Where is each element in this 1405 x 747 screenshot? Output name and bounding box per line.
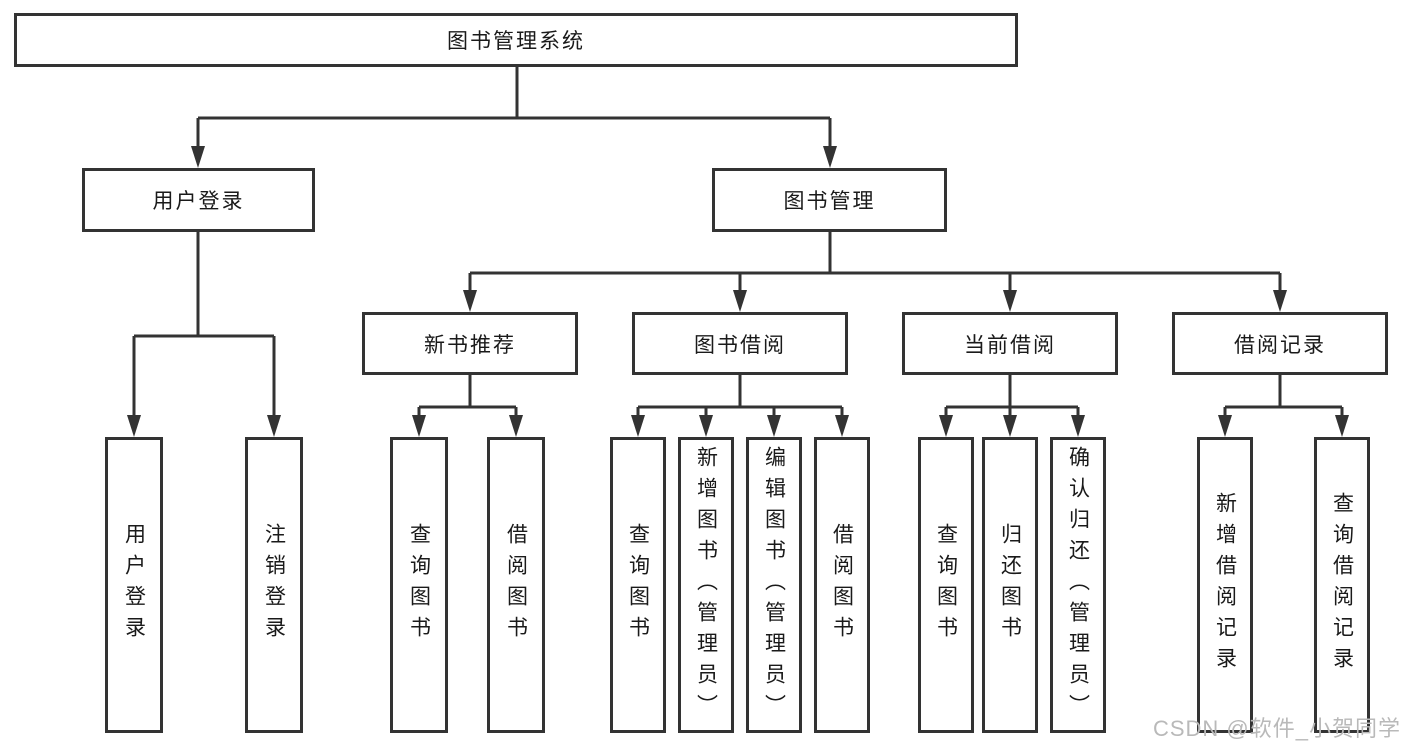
node-book-management: 图书管理 — [712, 168, 947, 232]
leaf-edit-book-admin: 编辑图书（管理员） — [746, 437, 802, 733]
leaf-borrow-books: 借阅图书 — [814, 437, 870, 733]
leaf-add-book-admin: 新增图书（管理员） — [678, 437, 734, 733]
leaf-query-books-borrow: 查询图书 — [610, 437, 666, 733]
leaf-user-login: 用户登录 — [105, 437, 163, 733]
arrowheads-root — [191, 146, 837, 168]
leaf-confirm-return-admin: 确认归还（管理员） — [1050, 437, 1106, 733]
connector-new-book-recommend — [417, 375, 518, 417]
leaf-query-borrow-record: 查询借阅记录 — [1314, 437, 1370, 733]
connector-borrow-records — [1223, 375, 1344, 417]
arrowheads-current-borrow — [939, 415, 1085, 437]
node-new-book-recommend: 新书推荐 — [362, 312, 578, 375]
node-book-borrow: 图书借阅 — [632, 312, 848, 375]
connector-current-borrow — [944, 375, 1080, 417]
arrowheads-user-login — [127, 415, 281, 437]
arrow-down-icon — [699, 415, 713, 437]
arrow-down-icon — [191, 146, 205, 168]
arrow-down-icon — [267, 415, 281, 437]
leaf-query-books-recommend: 查询图书 — [390, 437, 448, 733]
arrow-down-icon — [835, 415, 849, 437]
arrow-down-icon — [631, 415, 645, 437]
arrow-down-icon — [939, 415, 953, 437]
watermark: CSDN @软件_小贺同学 — [1152, 716, 1401, 741]
arrow-down-icon — [1071, 415, 1085, 437]
arrowheads-borrow-records — [1218, 415, 1349, 437]
arrow-down-icon — [767, 415, 781, 437]
leaf-return-book: 归还图书 — [982, 437, 1038, 733]
arrowheads-book-management — [463, 290, 1287, 312]
arrow-down-icon — [823, 146, 837, 168]
leaf-borrow-books-recommend: 借阅图书 — [487, 437, 545, 733]
node-borrow-records: 借阅记录 — [1172, 312, 1388, 375]
arrow-down-icon — [1003, 290, 1017, 312]
arrow-down-icon — [1335, 415, 1349, 437]
connector-book-borrow — [636, 375, 844, 417]
connector-book-management-branch — [468, 232, 1282, 292]
arrow-down-icon — [412, 415, 426, 437]
arrow-down-icon — [509, 415, 523, 437]
connector-user-login-branch — [132, 232, 276, 417]
leaf-query-books-current: 查询图书 — [918, 437, 974, 733]
leaf-add-borrow-record: 新增借阅记录 — [1197, 437, 1253, 733]
arrowheads-new-book-recommend — [412, 415, 523, 437]
arrow-down-icon — [1273, 290, 1287, 312]
node-user-login: 用户登录 — [82, 168, 315, 232]
arrowheads-book-borrow — [631, 415, 849, 437]
arrow-down-icon — [1218, 415, 1232, 437]
arrow-down-icon — [463, 290, 477, 312]
node-library-management-system: 图书管理系统 — [14, 13, 1018, 67]
leaf-logout: 注销登录 — [245, 437, 303, 733]
node-current-borrow: 当前借阅 — [902, 312, 1118, 375]
connector-root-to-level2 — [196, 67, 832, 148]
arrow-down-icon — [1003, 415, 1017, 437]
arrow-down-icon — [127, 415, 141, 437]
arrow-down-icon — [733, 290, 747, 312]
